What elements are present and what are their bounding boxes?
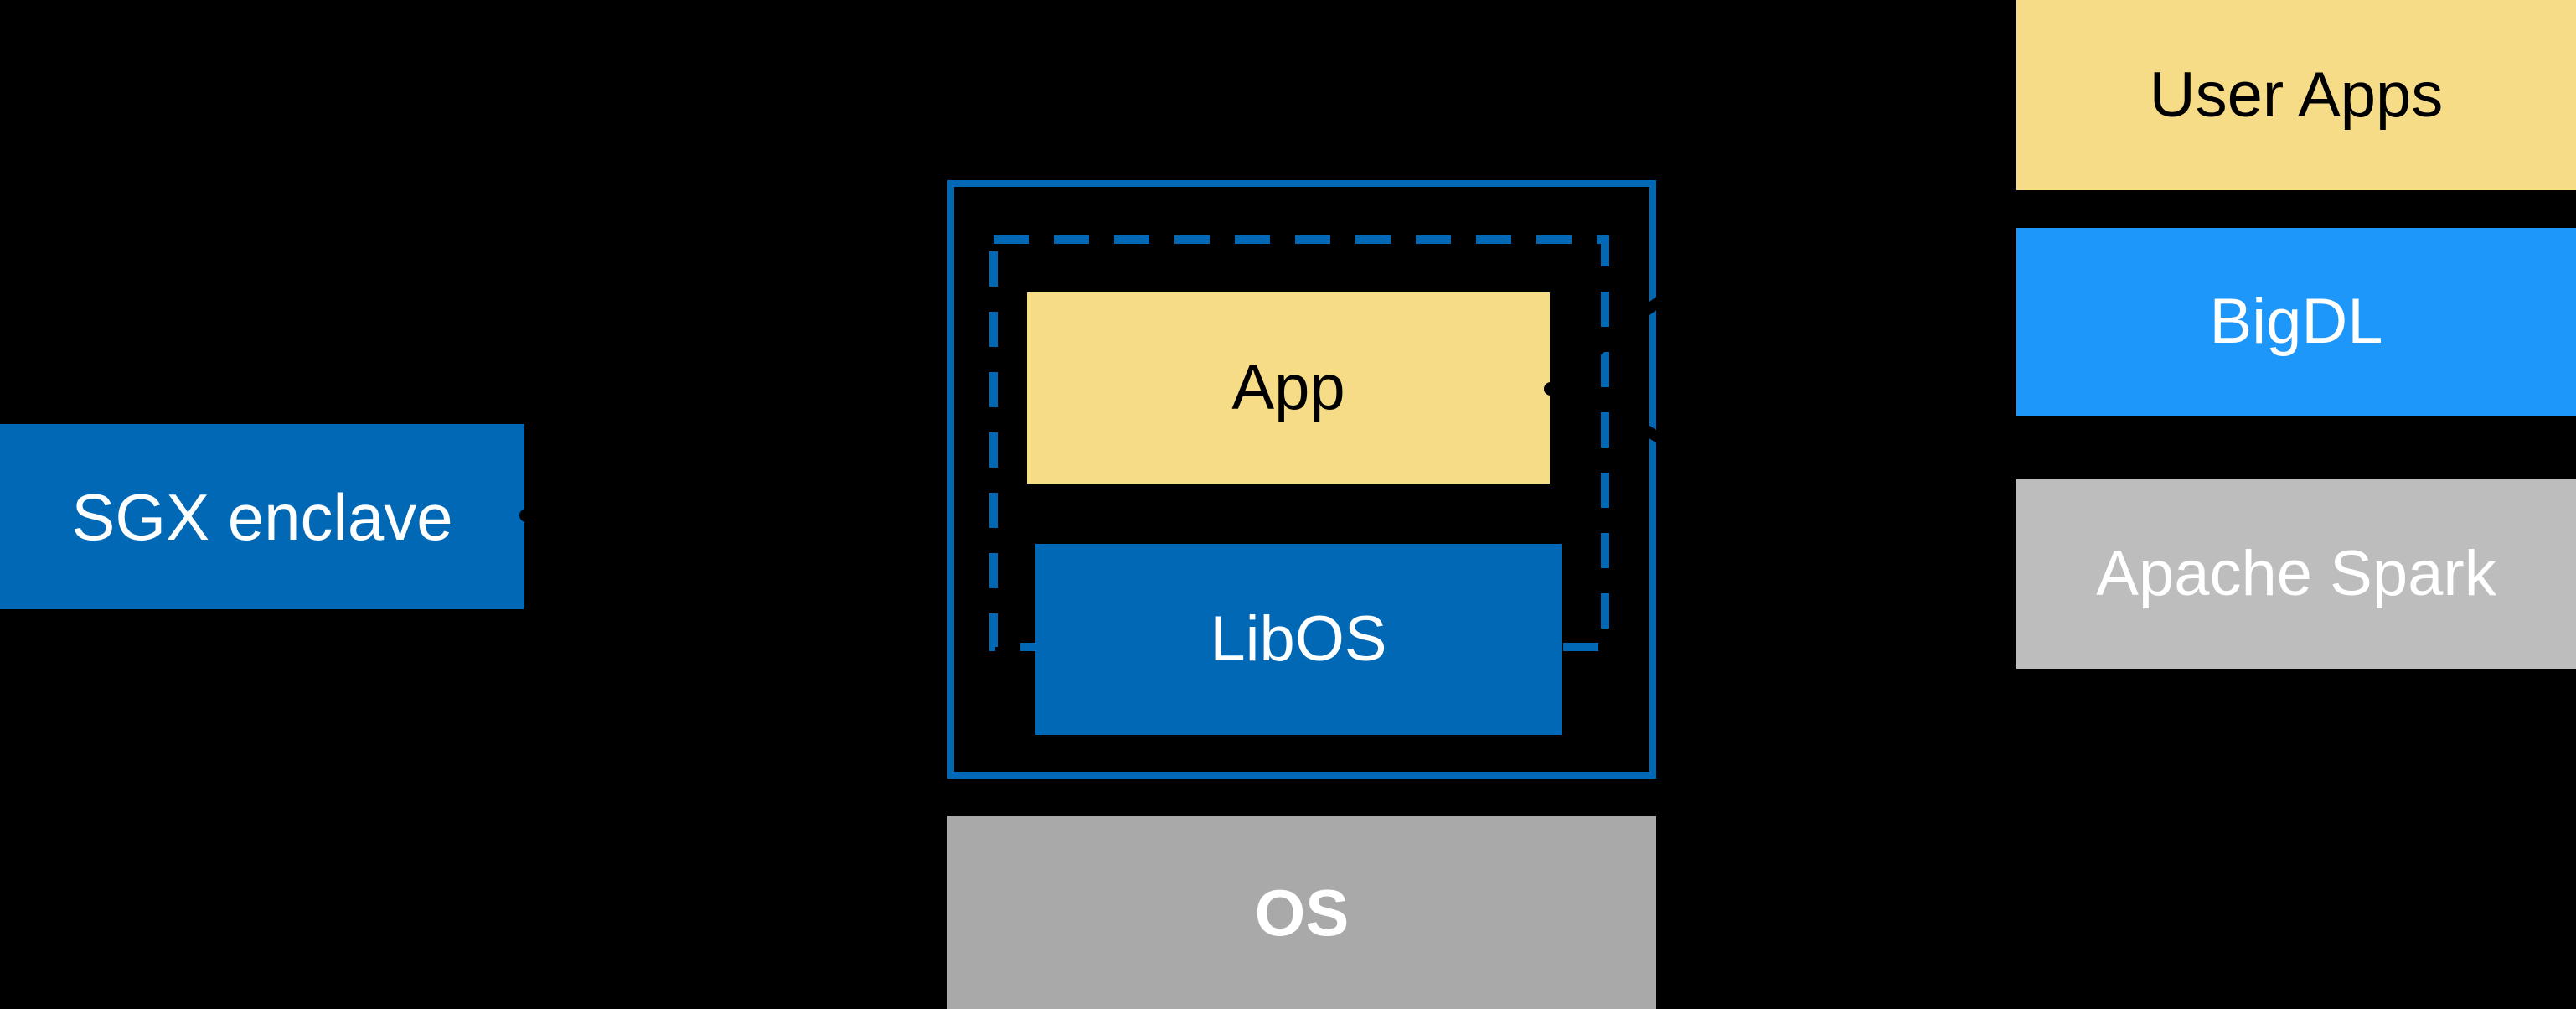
app-box: App <box>1027 292 1550 484</box>
app-label: App <box>1231 352 1345 423</box>
sgx-enclave-box: SGX enclave <box>0 424 524 609</box>
sgx-enclave-label: SGX enclave <box>71 479 453 554</box>
stack-apache-spark-box: Apache Spark <box>2016 479 2576 669</box>
os-label: OS <box>1254 876 1350 949</box>
apache-spark-label: Apache Spark <box>2096 538 2496 609</box>
os-box: OS <box>947 816 1656 1009</box>
libos-box: LibOS <box>1035 544 1562 735</box>
enclave-outer-box <box>947 180 1656 779</box>
bigdl-label: BigDL <box>2209 286 2383 357</box>
stack-user-apps-box: User Apps <box>2016 0 2576 190</box>
libos-label: LibOS <box>1210 603 1387 675</box>
stack-bigdl-box: BigDL <box>2016 228 2576 416</box>
user-apps-label: User Apps <box>2149 59 2444 131</box>
